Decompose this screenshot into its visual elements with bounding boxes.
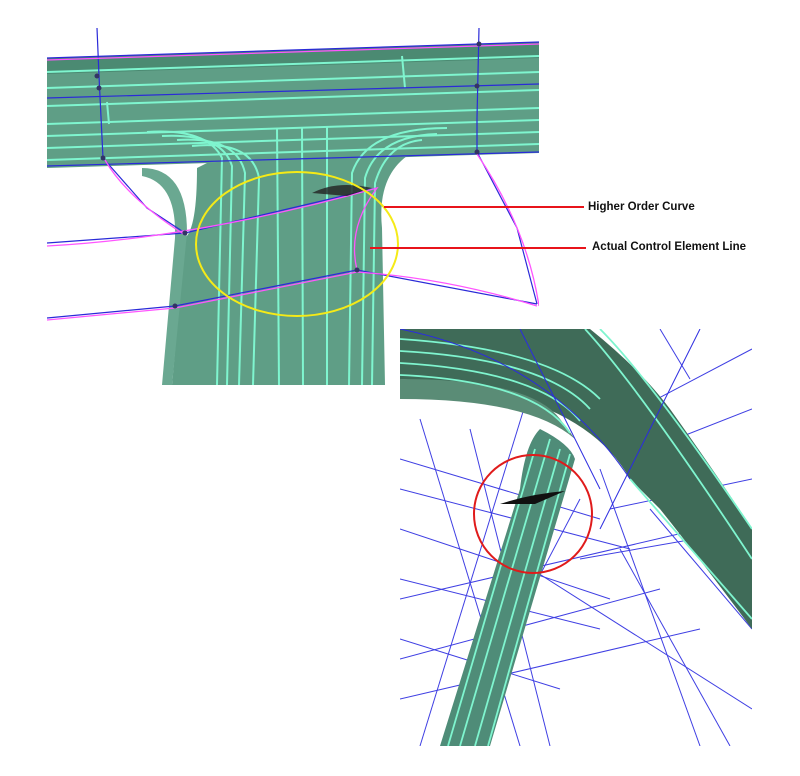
junction-front-view — [47, 28, 539, 385]
highlight-circle-yellow — [195, 171, 399, 317]
highlight-circle-red — [473, 454, 593, 574]
label-higher-order-curve: Higher Order Curve — [588, 201, 695, 213]
junction-isometric-view — [400, 329, 752, 746]
bottom-view-render — [400, 329, 752, 746]
leader-line-control-element — [370, 247, 586, 249]
label-actual-control-element-line: Actual Control Element Line — [592, 241, 746, 253]
leader-line-higher-order — [384, 206, 584, 208]
